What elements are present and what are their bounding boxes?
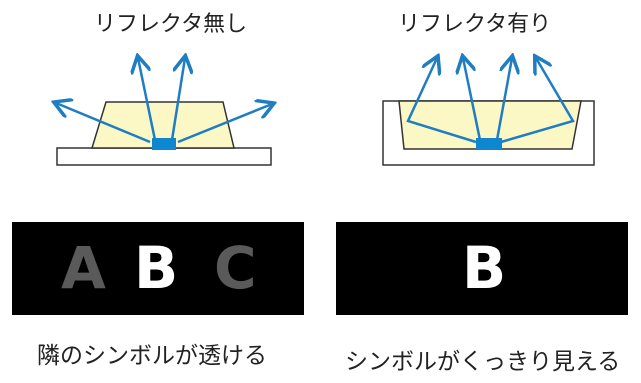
caption-without-reflector: 隣のシンボルが透ける: [37, 343, 267, 369]
caption-with-reflector: シンボルがくっきり見える: [345, 349, 621, 375]
reflected-ray: [406, 58, 477, 144]
panel-with-reflector: B: [336, 222, 628, 315]
panel-without-reflector: A B C: [12, 222, 304, 315]
symbol-letter-dim: A: [61, 234, 106, 302]
light-ray: [138, 58, 157, 141]
title-with-reflector: リフレクタ有り: [398, 12, 552, 37]
light-ray: [177, 104, 272, 144]
light-ray: [495, 58, 512, 141]
led-chip: [476, 138, 502, 150]
light-ray: [56, 103, 151, 144]
reflected-ray: [500, 58, 575, 144]
resin-cavity: [398, 100, 582, 150]
resin-dome: [90, 101, 235, 149]
title-without-reflector: リフレクタ無し: [94, 12, 248, 37]
symbol-letter-dim: C: [214, 234, 257, 302]
symbol-letter-bright: B: [134, 234, 179, 302]
light-ray: [170, 58, 185, 141]
symbol-letter-bright: B: [462, 234, 507, 302]
led-chip: [152, 138, 176, 150]
diagram-with-reflector: [382, 0, 595, 166]
light-ray: [463, 58, 482, 141]
substrate: [56, 147, 272, 166]
diagram-without-reflector: [0, 0, 320, 166]
